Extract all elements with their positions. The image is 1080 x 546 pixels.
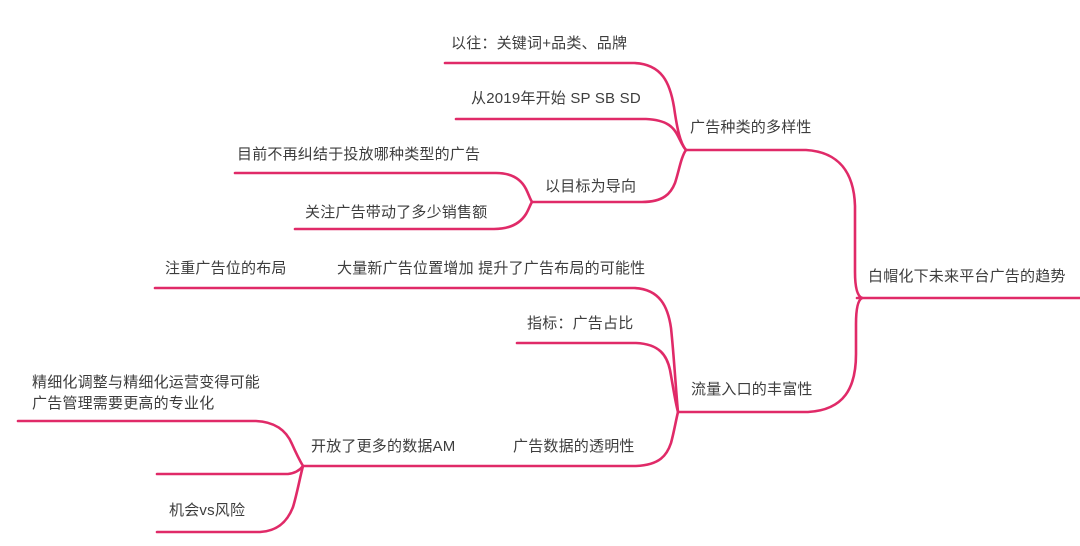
topic-refined-ops[interactable]: 精细化调整与精细化运营变得可能 广告管理需要更高的专业化 (32, 372, 292, 414)
branch-traffic-entry-line (676, 296, 864, 414)
node-empty-line (155, 464, 305, 476)
topic-past-keywords[interactable]: 以往：关键词+品类、品牌 (451, 35, 628, 52)
topic-ad-ratio[interactable]: 指标：广告占比 (527, 315, 634, 332)
node-since-2019-line (454, 117, 688, 152)
topic-traffic-entry[interactable]: 流量入口的丰富性 (691, 381, 813, 398)
topic-data-transparency[interactable]: 广告数据的透明性 (513, 438, 635, 455)
node-goal-oriented-line (530, 148, 688, 204)
topic-sales-driven[interactable]: 关注广告带动了多少销售额 (305, 204, 488, 221)
node-new-ad-positions-line (153, 286, 680, 414)
topic-opportunity-risk[interactable]: 机会vs风险 (169, 502, 246, 519)
node-data-transparency-line (301, 410, 680, 468)
branch-ad-variety-line (684, 148, 864, 300)
topic-new-ad-positions[interactable]: 大量新广告位置增加 提升了广告布局的可能性 (337, 260, 646, 277)
node-opportunity-risk-line (155, 464, 305, 534)
node-ad-ratio-line (515, 341, 680, 414)
node-refined-ops-line (16, 419, 305, 468)
node-no-longer-tangled-line (233, 171, 534, 204)
topic-since-2019[interactable]: 从2019年开始 SP SB SD (471, 90, 641, 107)
topic-open-data-am[interactable]: 开放了更多的数据AM (311, 438, 456, 455)
topic-ad-position-layout[interactable]: 注重广告位的布局 (165, 260, 287, 277)
root-topic[interactable]: 白帽化下未来平台广告的趋势 (868, 268, 1066, 285)
node-sales-driven-line (293, 200, 534, 231)
topic-no-longer-tangled[interactable]: 目前不再纠结于投放哪种类型的广告 (237, 146, 481, 163)
topic-ad-variety[interactable]: 广告种类的多样性 (690, 119, 812, 136)
topic-refined-ops-line1: 精细化调整与精细化运营变得可能 (32, 374, 261, 391)
topic-goal-oriented[interactable]: 以目标为导向 (545, 178, 637, 195)
topic-refined-ops-line2: 广告管理需要更高的专业化 (32, 395, 215, 412)
